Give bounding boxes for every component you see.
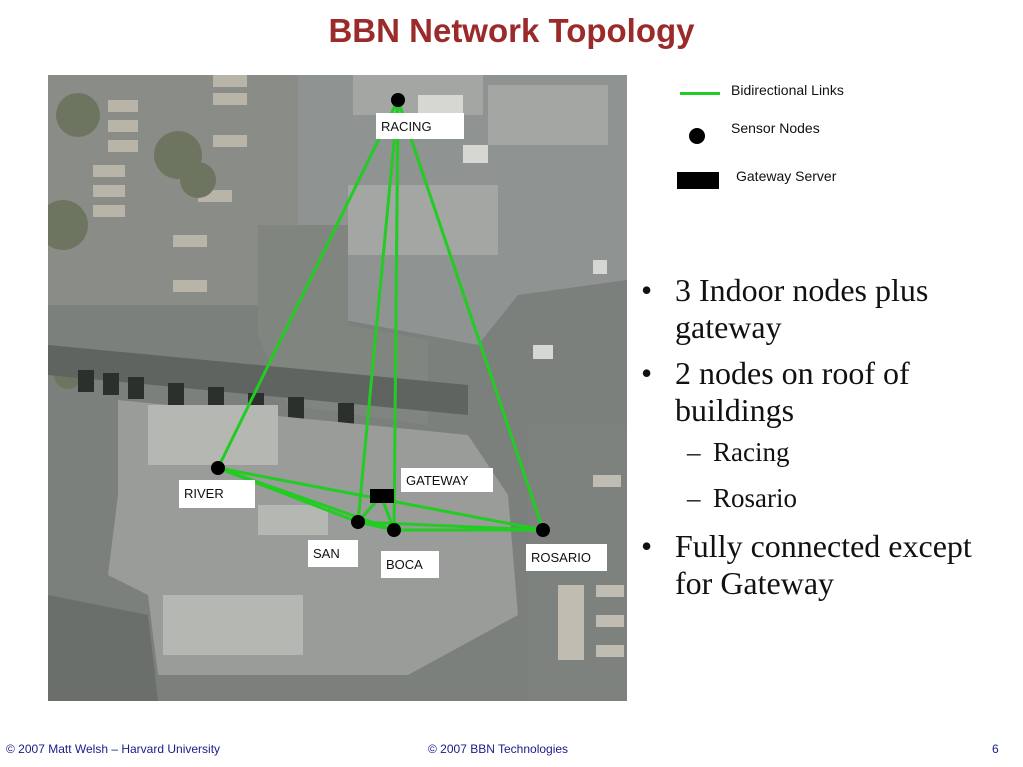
node-river [211, 461, 225, 475]
lower-roof-panels [148, 405, 328, 655]
legend-item-gateway: Gateway Server [676, 166, 876, 190]
bullet-marker: • [641, 355, 653, 391]
bullet-text: Fully connected except for Gateway [675, 528, 972, 601]
sub-bullet-text: Racing [713, 437, 790, 467]
aerial-map: RACING RIVER GATEWAY SAN BOCA ROSARIO [48, 75, 627, 701]
sub-bullet-item: – Racing [641, 436, 1011, 468]
label-box-rosario [526, 544, 607, 571]
legend-nodes-label: Sensor Nodes [731, 120, 820, 136]
label-gateway: GATEWAY [406, 473, 469, 488]
bullet-text: 2 nodes on roof of buildings [675, 355, 910, 428]
bullet-item: • 2 nodes on roof of buildings [641, 355, 1011, 429]
legend-node-swatch [689, 128, 705, 144]
parked-cars-right [558, 475, 624, 660]
bullet-marker: • [641, 272, 653, 308]
node-san [351, 515, 365, 529]
legend-item-links: Bidirectional Links [676, 80, 876, 104]
footer-left: © 2007 Matt Welsh – Harvard University [6, 742, 221, 756]
label-boca: BOCA [386, 557, 423, 572]
label-san: SAN [313, 546, 340, 561]
sub-bullet-text: Rosario [713, 483, 797, 513]
legend-link-swatch [680, 92, 720, 95]
footer-center: © 2007 BBN Technologies [428, 742, 569, 756]
link-racing-rosario [396, 99, 545, 531]
aerial-photo: RACING RIVER GATEWAY SAN BOCA ROSARIO [48, 75, 627, 701]
sub-bullet-item: – Rosario [641, 482, 1011, 514]
page-number: 6 [992, 742, 999, 756]
node-rosario [536, 523, 550, 537]
label-box-racing [376, 113, 464, 139]
sub-bullet-marker: – [687, 483, 701, 513]
link-racing-river [216, 99, 400, 469]
legend-links-label: Bidirectional Links [731, 82, 844, 98]
bullet-list: • 3 Indoor nodes plus gateway • 2 nodes … [641, 272, 1011, 611]
bullet-item: • 3 Indoor nodes plus gateway [641, 272, 1011, 346]
label-box-river [179, 480, 255, 508]
street-south [48, 595, 158, 701]
label-box-boca [381, 551, 439, 578]
label-racing: RACING [381, 119, 432, 134]
link-racing-san [356, 99, 400, 523]
gateway-server [370, 489, 394, 503]
road [48, 345, 468, 415]
sub-bullet-marker: – [687, 437, 701, 467]
legend-gateway-label: Gateway Server [736, 168, 837, 184]
legend: Bidirectional Links Sensor Nodes Gateway… [676, 80, 876, 210]
bullet-marker: • [641, 528, 653, 564]
slide-title: BBN Network Topology [328, 12, 695, 49]
label-box-san [308, 540, 358, 567]
link-racing-boca [392, 99, 400, 531]
label-river: RIVER [184, 486, 224, 501]
bullet-item: • Fully connected except for Gateway [641, 528, 1011, 602]
parked-cars-left [93, 75, 247, 292]
node-racing [391, 93, 405, 107]
node-boca [387, 523, 401, 537]
label-box-gateway [401, 468, 493, 492]
label-rosario: ROSARIO [531, 550, 591, 565]
legend-item-nodes: Sensor Nodes [676, 118, 876, 142]
link-river-san [217, 466, 359, 524]
legend-gateway-swatch [677, 172, 719, 189]
bullet-text: 3 Indoor nodes plus gateway [675, 272, 929, 345]
